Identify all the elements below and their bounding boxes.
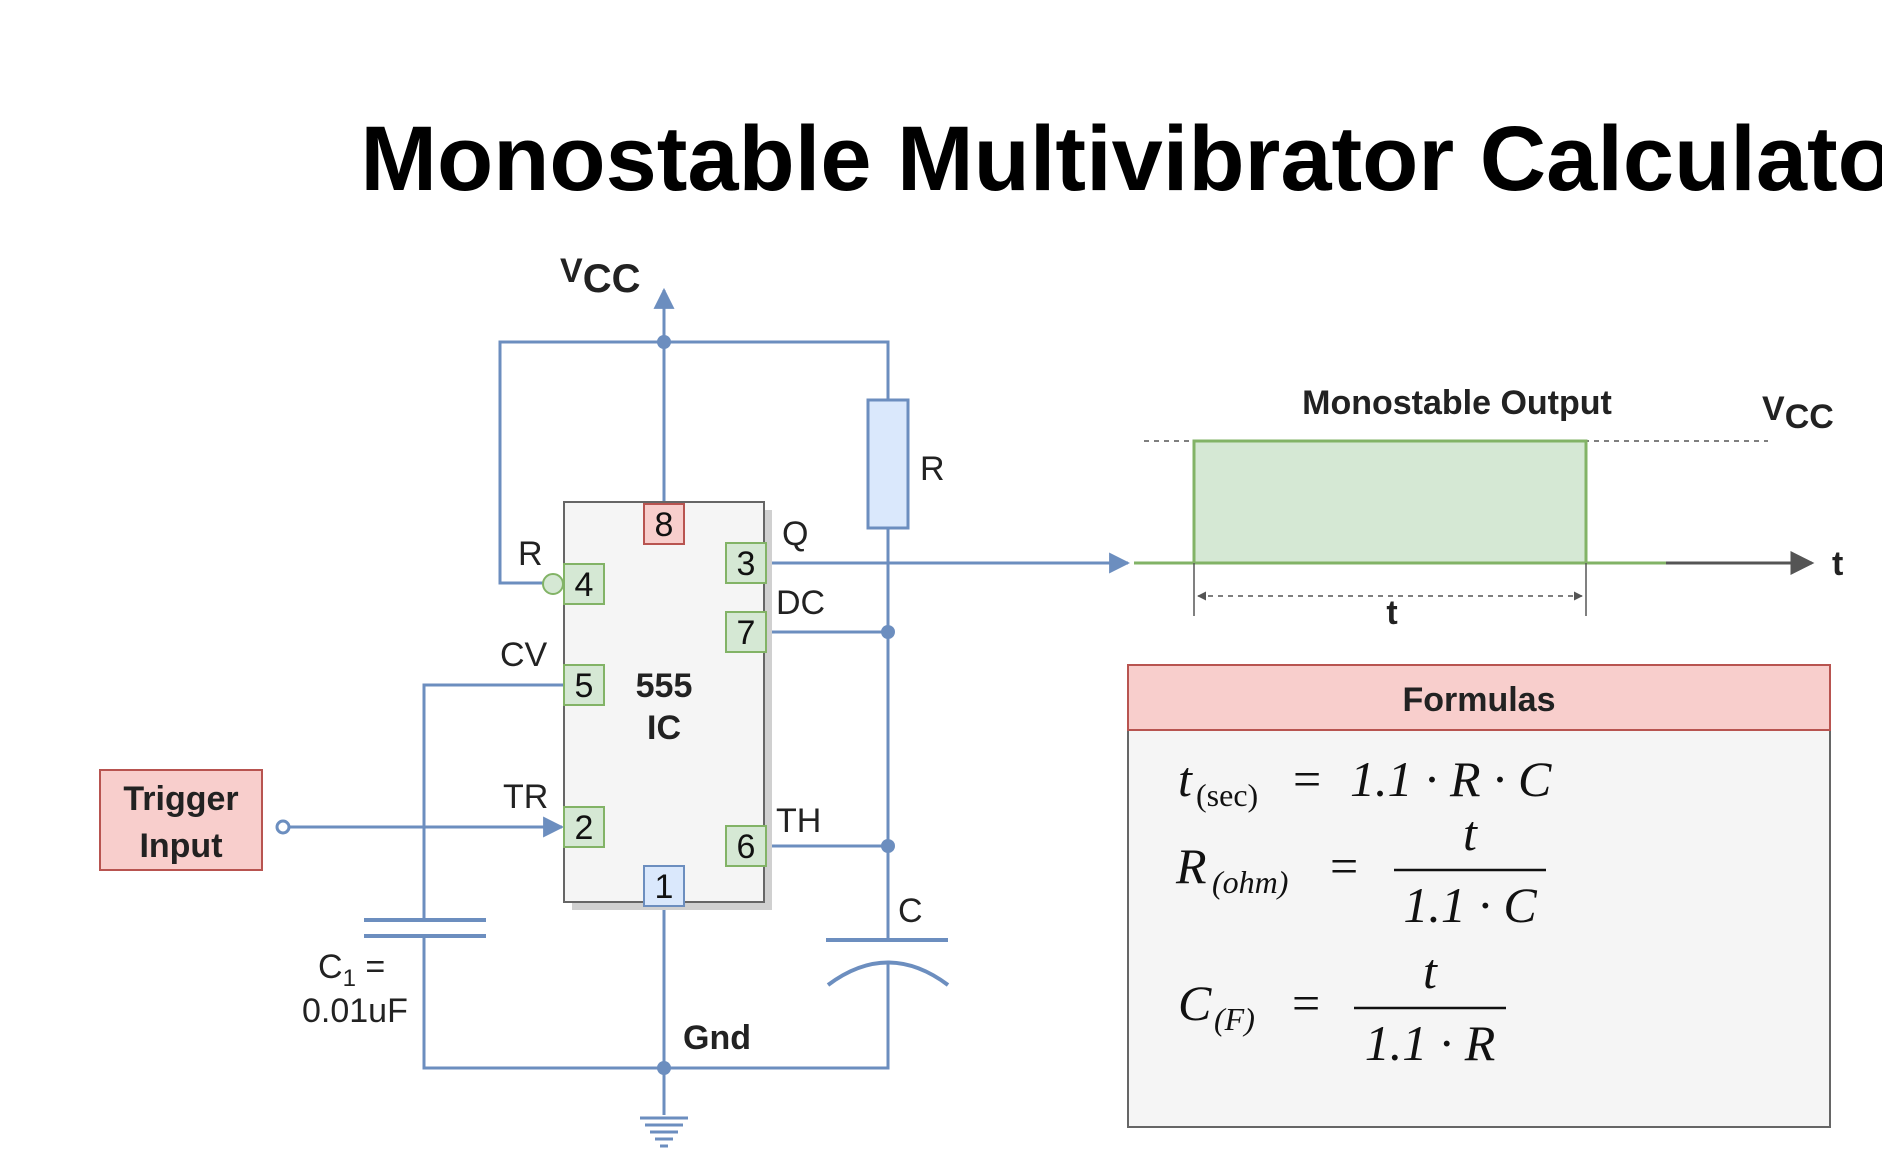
pin-name-reset: R (518, 535, 543, 573)
c1-label: C1 = (318, 948, 385, 992)
output-plot: Monostable Output VCC t t (1134, 384, 1843, 632)
output-pulse (1192, 439, 1588, 565)
pulse-width-label: t (1386, 594, 1397, 632)
ground-symbol (640, 1116, 688, 1148)
reset-inverter-bubble (542, 573, 564, 595)
pin-name-tr: TR (503, 778, 548, 816)
formula-resistance-unit: (ohm) (1212, 864, 1288, 900)
vcc-label: VCC (560, 252, 640, 301)
circuit-wires (275, 287, 1131, 1115)
c1-value: 0.01uF (302, 992, 408, 1030)
pin-7 (725, 611, 767, 653)
gnd-label: Gnd (683, 1019, 751, 1057)
junction-dot (881, 625, 895, 639)
formula-resistance: R (ohm) = t 1.1 · C (1175, 805, 1546, 933)
top-rail-wire (498, 340, 890, 585)
trigger-terminal (275, 819, 291, 835)
pin-1-number: 1 (655, 868, 674, 906)
formula-resistance-var: R (1175, 838, 1207, 894)
pin-5 (563, 664, 605, 706)
formulas-title: Formulas (1402, 681, 1555, 719)
pin-8-number: 8 (655, 506, 674, 544)
ic-label: 555 (636, 667, 693, 705)
formulas-body (1127, 664, 1831, 1128)
formula-time: t (sec) = 1.1 · R · C (1178, 751, 1552, 813)
junction-dot (657, 1061, 671, 1075)
formula-capacitance-unit: (F) (1214, 1001, 1255, 1037)
formula-capacitance-eq: = (1292, 975, 1320, 1031)
pin-1 (643, 865, 685, 907)
pin-6-number: 6 (737, 828, 756, 866)
pin-name-cv: CV (500, 636, 548, 674)
formula-capacitance-num: t (1423, 943, 1438, 999)
capacitor-c1 (364, 918, 486, 938)
output-vcc-label: VCC (1762, 390, 1834, 436)
page-title: Monostable Multivibrator Calculator (360, 108, 1882, 210)
pin-8 (643, 503, 685, 545)
formula-capacitance: C (F) = t 1.1 · R (1178, 943, 1506, 1071)
pin-2-number: 2 (575, 809, 594, 847)
ic-pins: 8 4 5 2 1 3 7 6 (542, 503, 767, 907)
pin-name-q: Q (782, 515, 808, 553)
pin-6 (725, 825, 767, 867)
pin-2 (563, 806, 605, 848)
formula-resistance-eq: = (1330, 838, 1358, 894)
junction-dot (657, 335, 671, 349)
pin-3 (725, 542, 767, 584)
formula-resistance-num: t (1463, 805, 1478, 861)
resistor-label: R (920, 450, 945, 488)
pin-7-number: 7 (737, 614, 756, 652)
trigger-label-line2: Input (139, 827, 222, 865)
junction-dot (881, 839, 895, 853)
formula-time-var: t (1178, 751, 1193, 807)
output-plot-title: Monostable Output (1302, 384, 1612, 422)
formulas-header (1127, 664, 1831, 731)
pin-5-number: 5 (575, 667, 594, 705)
time-axis-label: t (1832, 545, 1843, 583)
formula-capacitance-den: 1.1 · R (1365, 1015, 1496, 1071)
capacitor-c (826, 938, 950, 987)
pin5-wire (422, 683, 566, 920)
formula-resistance-den: 1.1 · C (1403, 877, 1537, 933)
trigger-label: Trigger (123, 780, 238, 818)
pin-name-th: TH (776, 802, 821, 840)
ic-label-line2: IC (647, 709, 681, 747)
formulas-panel: Formulas t (sec) = 1.1 · R · C R (ohm) =… (1127, 664, 1831, 1128)
formula-capacitance-var: C (1178, 975, 1212, 1031)
formula-time-unit: (sec) (1196, 777, 1258, 813)
gnd-rail-wire (422, 934, 890, 1070)
trigger-input-box (99, 769, 263, 871)
capacitor-label: C (898, 892, 923, 930)
pin-name-dc: DC (776, 584, 825, 622)
formula-time-eq: = (1293, 751, 1321, 807)
formula-time-rhs: 1.1 · R · C (1350, 751, 1552, 807)
pin-4-number: 4 (575, 566, 594, 604)
resistor (866, 398, 910, 530)
pin-3-number: 3 (737, 545, 756, 583)
